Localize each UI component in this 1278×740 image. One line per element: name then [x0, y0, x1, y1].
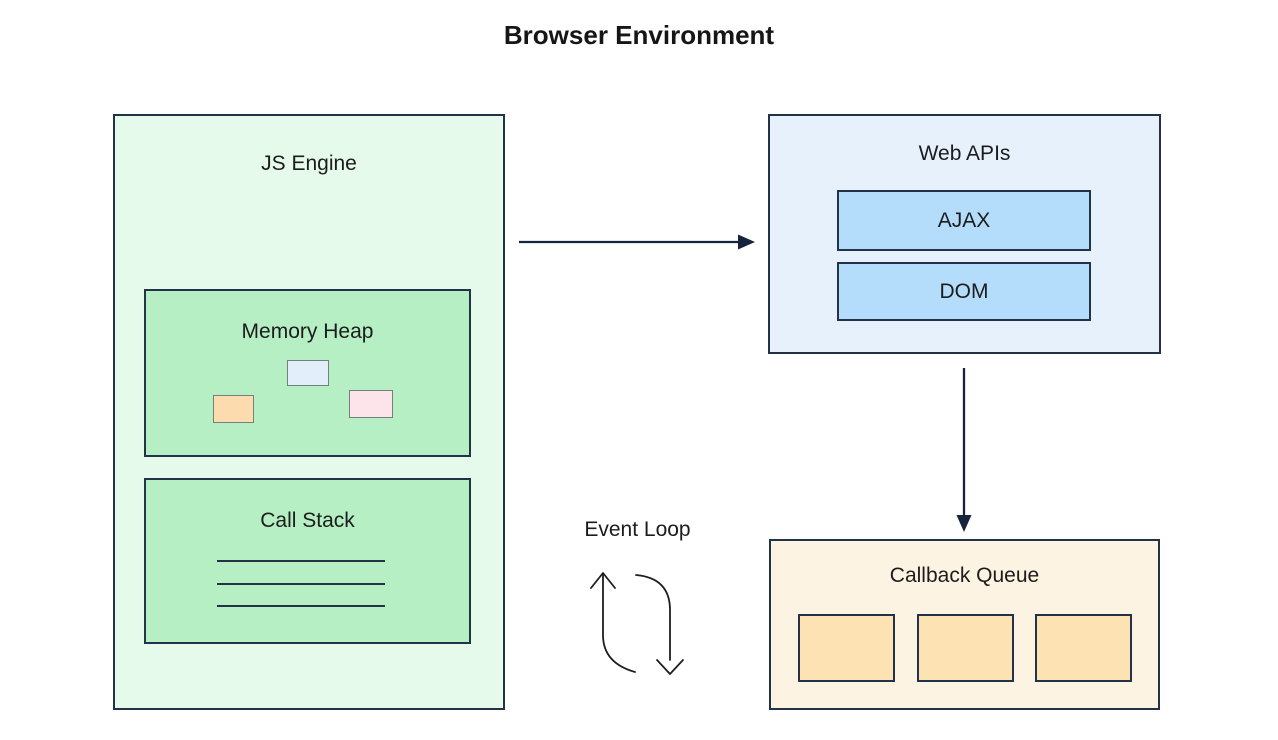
cycle-up-arrow-shaft — [602, 573, 636, 673]
memory-heap-box: Memory Heap — [144, 289, 471, 457]
stack-frame-line — [217, 560, 385, 562]
callback-queue-slot — [798, 614, 895, 682]
js-engine-box: JS Engine Memory Heap Call Stack — [113, 114, 505, 710]
memory-heap-label: Memory Heap — [241, 320, 374, 343]
callback-queue-label: Callback Queue — [889, 564, 1040, 587]
cycle-up-arrowhead — [590, 572, 616, 589]
web-api-item-dom: DOM — [837, 262, 1091, 321]
js-engine-label: JS Engine — [261, 152, 357, 175]
stack-frame-line — [217, 583, 385, 585]
callback-queue-slot — [917, 614, 1014, 682]
heap-object-orange — [213, 395, 254, 423]
heap-object-pink — [349, 390, 393, 418]
cycle-down-arrowhead — [656, 659, 684, 675]
call-stack-box: Call Stack — [144, 478, 471, 644]
web-apis-label: Web APIs — [918, 142, 1011, 165]
web-api-item-ajax: AJAX — [837, 190, 1091, 251]
event-loop-cycle-icon — [590, 572, 684, 675]
web-apis-box: Web APIs AJAX DOM — [768, 114, 1161, 354]
event-loop-label: Event Loop — [584, 518, 691, 541]
callback-queue-box: Callback Queue — [769, 539, 1160, 710]
call-stack-label: Call Stack — [260, 509, 355, 532]
cycle-down-arrow-shaft — [635, 574, 671, 661]
web-apis-to-callback-queue-arrow — [956, 368, 972, 532]
heap-object-blue — [287, 360, 329, 386]
callback-queue-slot — [1035, 614, 1132, 682]
js-engine-to-web-apis-arrow — [519, 234, 755, 250]
stack-frame-line — [217, 605, 385, 607]
diagram-title: Browser Environment — [503, 20, 775, 50]
